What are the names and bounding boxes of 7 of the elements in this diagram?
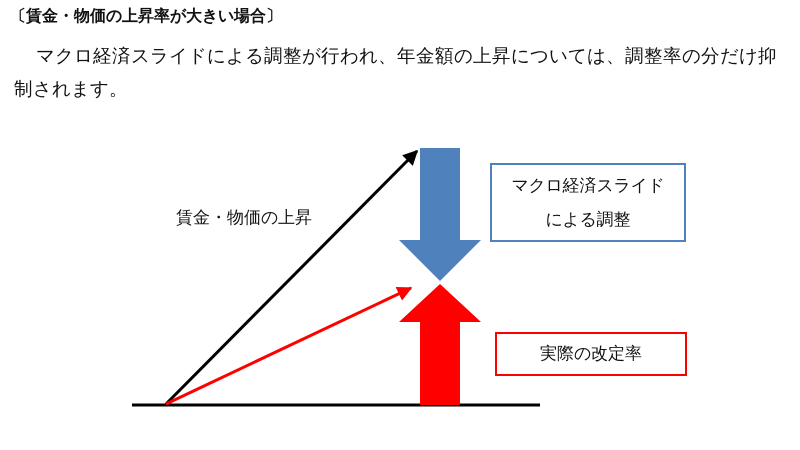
paragraph: マクロ経済スライドによる調整が行われ、年金額の上昇については、調整率の分だけ抑制されます。 [14,45,778,102]
box-text: マクロ経済スライドによる調整 [510,174,666,232]
text-box [490,163,686,242]
heading: 〔賃金・物価の上昇率が大きい場合〕 [10,6,282,27]
arrow-label: 賃金・物価の上昇 [176,207,312,229]
box-text: 実際の改定率 [539,343,643,366]
text-box [495,332,687,376]
